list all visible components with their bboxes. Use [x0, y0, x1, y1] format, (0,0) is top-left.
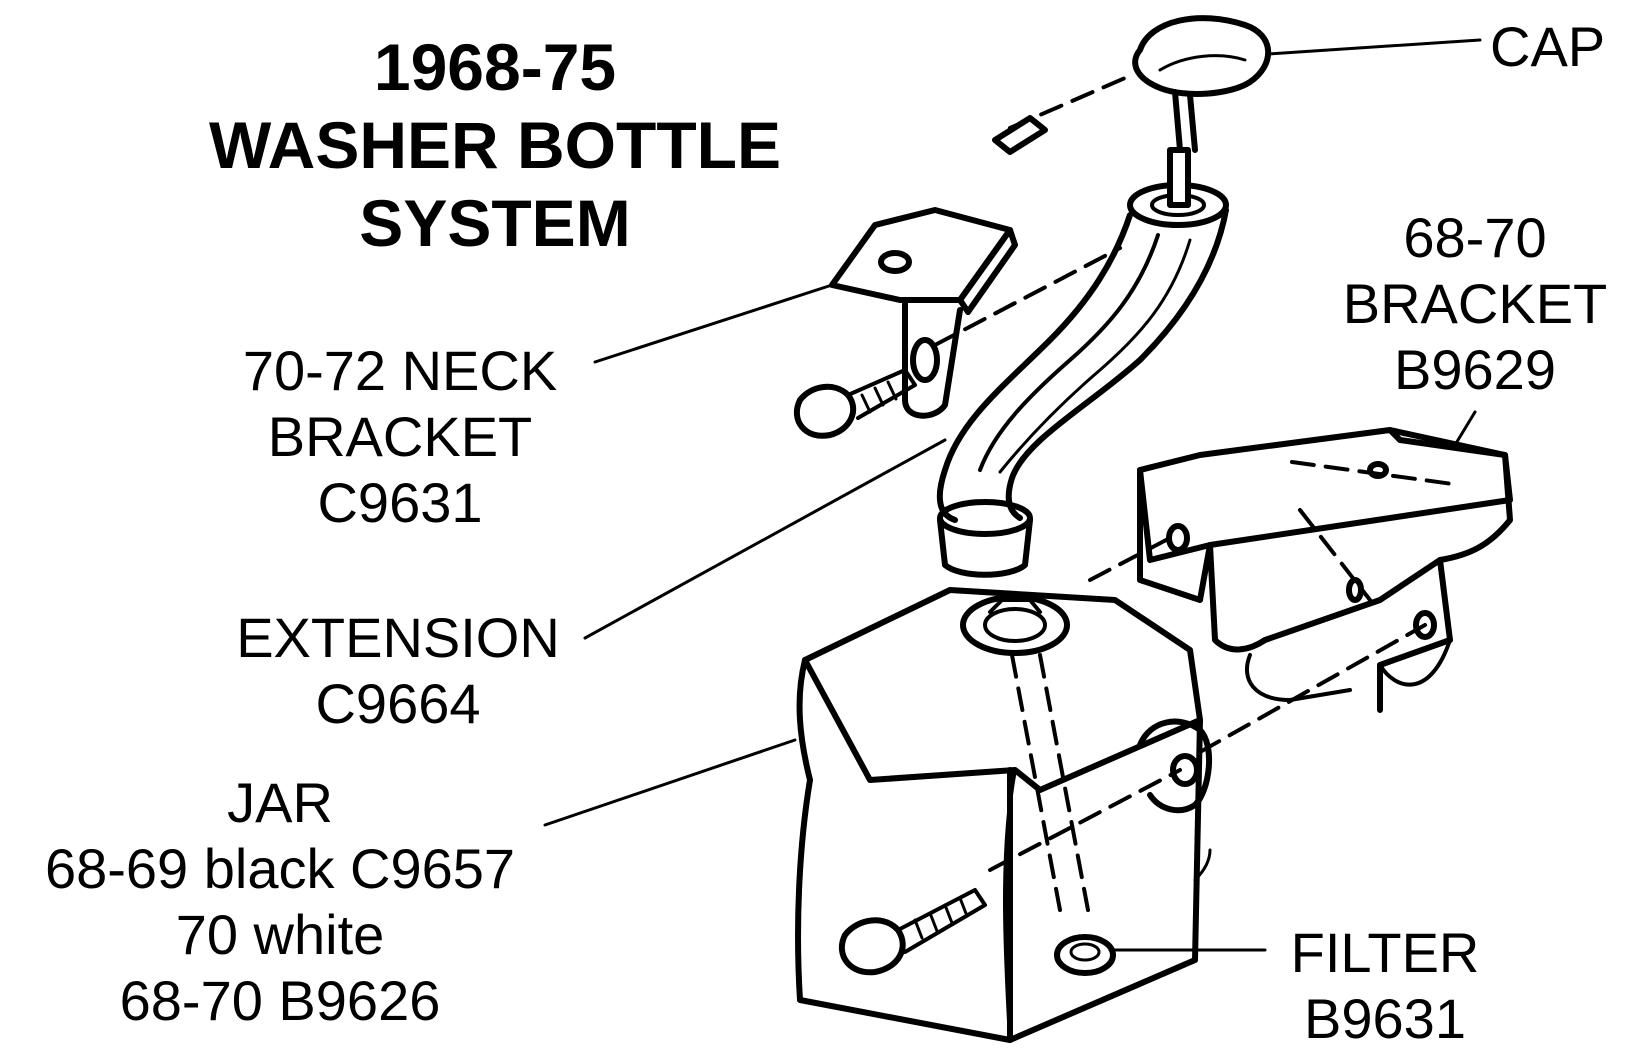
cap-label: CAP — [1490, 14, 1605, 80]
bracket-68-70-part — [1137, 427, 1513, 713]
bracket-bolt-dash-line — [1198, 623, 1427, 754]
jar-leader-line — [543, 738, 797, 827]
title-line-2: WASHER BOTTLE — [209, 108, 781, 182]
filter-dash-line-2 — [1038, 653, 1090, 912]
filter-dash-line-1 — [1010, 653, 1062, 912]
filter-part — [1054, 934, 1116, 976]
title-line-1: 1968-75 — [373, 30, 617, 104]
bracket-68-70-label: 68-70 BRACKET B9629 — [1335, 205, 1615, 403]
bracket-68-70-line-3: B9629 — [1394, 338, 1556, 401]
extension-line-2: C9664 — [315, 672, 481, 735]
neck-bracket-label: 70-72 NECK BRACKET C9631 — [230, 338, 570, 536]
jar-line-4: 68-70 B9626 — [119, 969, 441, 1032]
jar-label: JAR 68-69 black C9657 70 white 68-70 B96… — [20, 770, 540, 1034]
bracket-top-dash-line — [1088, 536, 1172, 582]
diagram-title: 1968-75 WASHER BOTTLE SYSTEM — [150, 28, 840, 262]
title-line-3: SYSTEM — [359, 186, 631, 260]
jar-part — [795, 587, 1213, 1043]
bracket-68-70-line-1: 68-70 — [1403, 206, 1547, 269]
neck-bracket-line-1: 70-72 NECK — [242, 339, 558, 402]
jar-line-3: 70 white — [175, 903, 385, 966]
extension-leader-line — [583, 438, 947, 640]
cap-leader-line — [1266, 38, 1482, 56]
bracket-68-70-leader-line — [1453, 410, 1477, 447]
jar-bolt-dash-line — [988, 768, 1182, 872]
bracket-slot-dash-line — [1298, 508, 1372, 602]
extension-part — [936, 147, 1229, 578]
cap-part — [992, 15, 1272, 155]
jar-line-1: JAR — [227, 771, 333, 834]
filter-line-1: FILTER — [1290, 921, 1480, 984]
jar-line-2: 68-69 black C9657 — [44, 837, 516, 900]
filter-label: FILTER B9631 — [1265, 920, 1505, 1052]
cap-label-text: CAP — [1490, 15, 1606, 78]
neck-bracket-line-3: C9631 — [317, 471, 483, 534]
extension-line-1: EXTENSION — [236, 606, 560, 669]
neck-bracket-leader-line — [593, 283, 834, 364]
filter-line-2: B9631 — [1304, 987, 1466, 1050]
jar-bolt-part — [838, 888, 987, 976]
neck-bracket-line-2: BRACKET — [267, 405, 533, 468]
bracket-68-70-line-2: BRACKET — [1342, 272, 1608, 335]
extension-label: EXTENSION C9664 — [228, 605, 568, 737]
leader-lines — [543, 38, 1482, 952]
neck-bracket-dash-line — [933, 246, 1122, 347]
neck-bracket-part — [793, 207, 1018, 439]
